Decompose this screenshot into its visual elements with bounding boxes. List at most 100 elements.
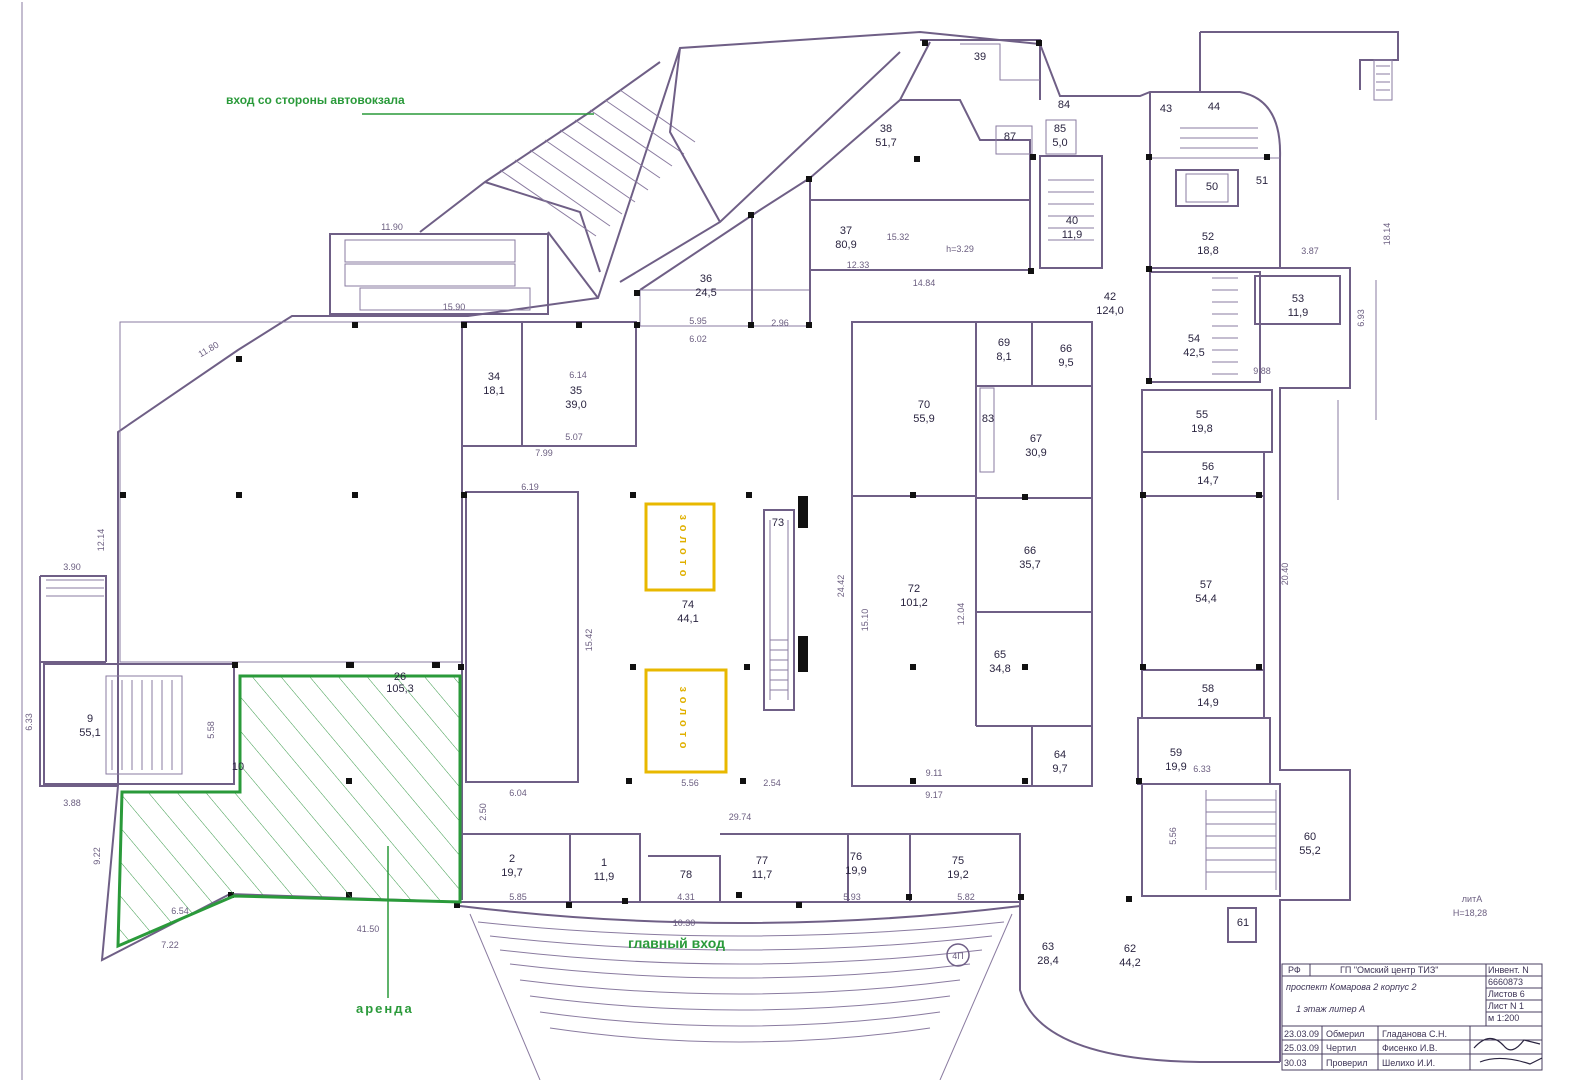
svg-text:63: 63	[1042, 941, 1054, 953]
dim-7-22: 7.22	[161, 940, 179, 950]
svg-text:50: 50	[1206, 181, 1218, 193]
dim-9-11: 9.11	[926, 768, 943, 778]
svg-text:65: 65	[994, 649, 1006, 661]
dim-6-19: 6.19	[521, 482, 539, 492]
signature	[1473, 1037, 1543, 1065]
svg-text:51: 51	[1256, 175, 1268, 187]
stamp-org: ГП "Омский центр ТИЗ"	[1340, 965, 1438, 975]
svg-text:19,2: 19,2	[947, 869, 968, 881]
svg-text:60: 60	[1304, 831, 1316, 843]
svg-text:10: 10	[232, 761, 244, 773]
room-70: 70 55,9	[913, 399, 934, 425]
gold-zone-2[interactable]	[644, 668, 728, 774]
dimension-labels: 29.74 41.50 10.30 5.85 4.31 5.93 5.82 6.…	[24, 222, 1392, 950]
svg-text:66: 66	[1024, 545, 1036, 557]
dim-6-54: 6.54	[171, 906, 189, 916]
main-entrance-label: главный вход	[628, 935, 725, 951]
svg-text:9: 9	[87, 713, 93, 725]
svg-text:54: 54	[1188, 333, 1200, 345]
svg-text:28,4: 28,4	[1037, 955, 1058, 967]
stamp-sheet: Лист N 1	[1488, 1001, 1524, 1011]
dim-7-99: 7.99	[535, 448, 553, 458]
stamp-row3-date: 30.03	[1284, 1058, 1307, 1068]
dim-6-14: 6.14	[569, 370, 587, 380]
svg-text:14,7: 14,7	[1197, 475, 1218, 487]
height-mark: h=3.29	[946, 244, 974, 254]
svg-text:83: 83	[982, 413, 994, 425]
dim-15-42: 15.42	[584, 629, 594, 652]
rent-label: аренда	[356, 1001, 414, 1016]
dim-5-56: 5.56	[681, 778, 699, 788]
dim-6-93: 6.93	[1356, 309, 1366, 327]
svg-text:44,1: 44,1	[677, 613, 698, 625]
dim-6-02: 6.02	[689, 334, 707, 344]
dim-11-80: 11.80	[197, 340, 221, 360]
svg-text:19,9: 19,9	[1165, 761, 1186, 773]
dim-20-40: 20.40	[1280, 563, 1290, 586]
stamp-row3-role: Проверил	[1326, 1058, 1367, 1068]
dim-5-58: 5.58	[206, 721, 216, 739]
svg-text:55: 55	[1196, 409, 1208, 421]
stamp-row1-name: Гладанова С.Н.	[1382, 1029, 1447, 1039]
dim-5-56-right: 5.56	[1168, 827, 1178, 845]
stamp-row3-name: Шелихо И.И.	[1382, 1058, 1435, 1068]
letter-mark: литА	[1462, 894, 1482, 904]
dim-41-50: 41.50	[357, 924, 380, 934]
svg-text:34: 34	[488, 371, 500, 383]
svg-text:26: 26	[394, 671, 406, 683]
gold-label-1: золото	[677, 515, 689, 582]
gold-zone-1[interactable]	[644, 502, 716, 592]
stamp-inv-number: 6660873	[1488, 977, 1523, 987]
dim-29-74: 29.74	[729, 812, 752, 822]
dim-6-33: 6.33	[1193, 764, 1211, 774]
dim-24-42: 24.42	[836, 575, 846, 598]
svg-text:76: 76	[850, 851, 862, 863]
room-35: 35 39,0	[565, 385, 586, 411]
rent-area[interactable]	[116, 674, 462, 949]
dim-15-32: 15.32	[887, 232, 910, 242]
svg-text:9,5: 9,5	[1058, 357, 1073, 369]
svg-text:8,1: 8,1	[996, 351, 1011, 363]
svg-text:39,0: 39,0	[565, 399, 586, 411]
axis-mark-circle	[946, 943, 970, 967]
dim-12-33: 12.33	[847, 260, 870, 270]
svg-text:34,8: 34,8	[989, 663, 1010, 675]
svg-text:72: 72	[908, 583, 920, 595]
dim-5-82: 5.82	[957, 892, 975, 902]
room-10: 10	[232, 761, 244, 773]
svg-text:55,1: 55,1	[79, 727, 100, 739]
stamp-row2-date: 25.03.09	[1284, 1043, 1319, 1053]
stamp-row1-date: 23.03.09	[1284, 1029, 1319, 1039]
dim-10-30: 10.30	[673, 918, 696, 928]
svg-text:70: 70	[918, 399, 930, 411]
room-9: 955,1	[79, 713, 100, 739]
dim-6-33-left: 6.33	[24, 713, 34, 731]
svg-text:55,9: 55,9	[913, 413, 934, 425]
svg-text:36: 36	[700, 273, 712, 285]
gold-label-2: золото	[677, 687, 689, 754]
svg-text:38: 38	[880, 123, 892, 135]
svg-text:57: 57	[1200, 579, 1212, 591]
stamp-row2-name: Фисенко И.В.	[1382, 1043, 1437, 1053]
room-63: 63 28,4	[1037, 941, 1058, 967]
svg-text:11,9: 11,9	[594, 871, 615, 883]
svg-text:35: 35	[570, 385, 582, 397]
dim-3-88: 3.88	[63, 798, 81, 808]
room-64: 649,7	[1052, 749, 1067, 775]
room-44: 44	[1208, 101, 1220, 113]
svg-text:11,7: 11,7	[752, 869, 773, 881]
room-84: 84	[1058, 99, 1070, 111]
room-1: 111,9	[594, 857, 615, 883]
bus-station-entrance-label: вход со стороны автовокзала	[226, 93, 405, 107]
